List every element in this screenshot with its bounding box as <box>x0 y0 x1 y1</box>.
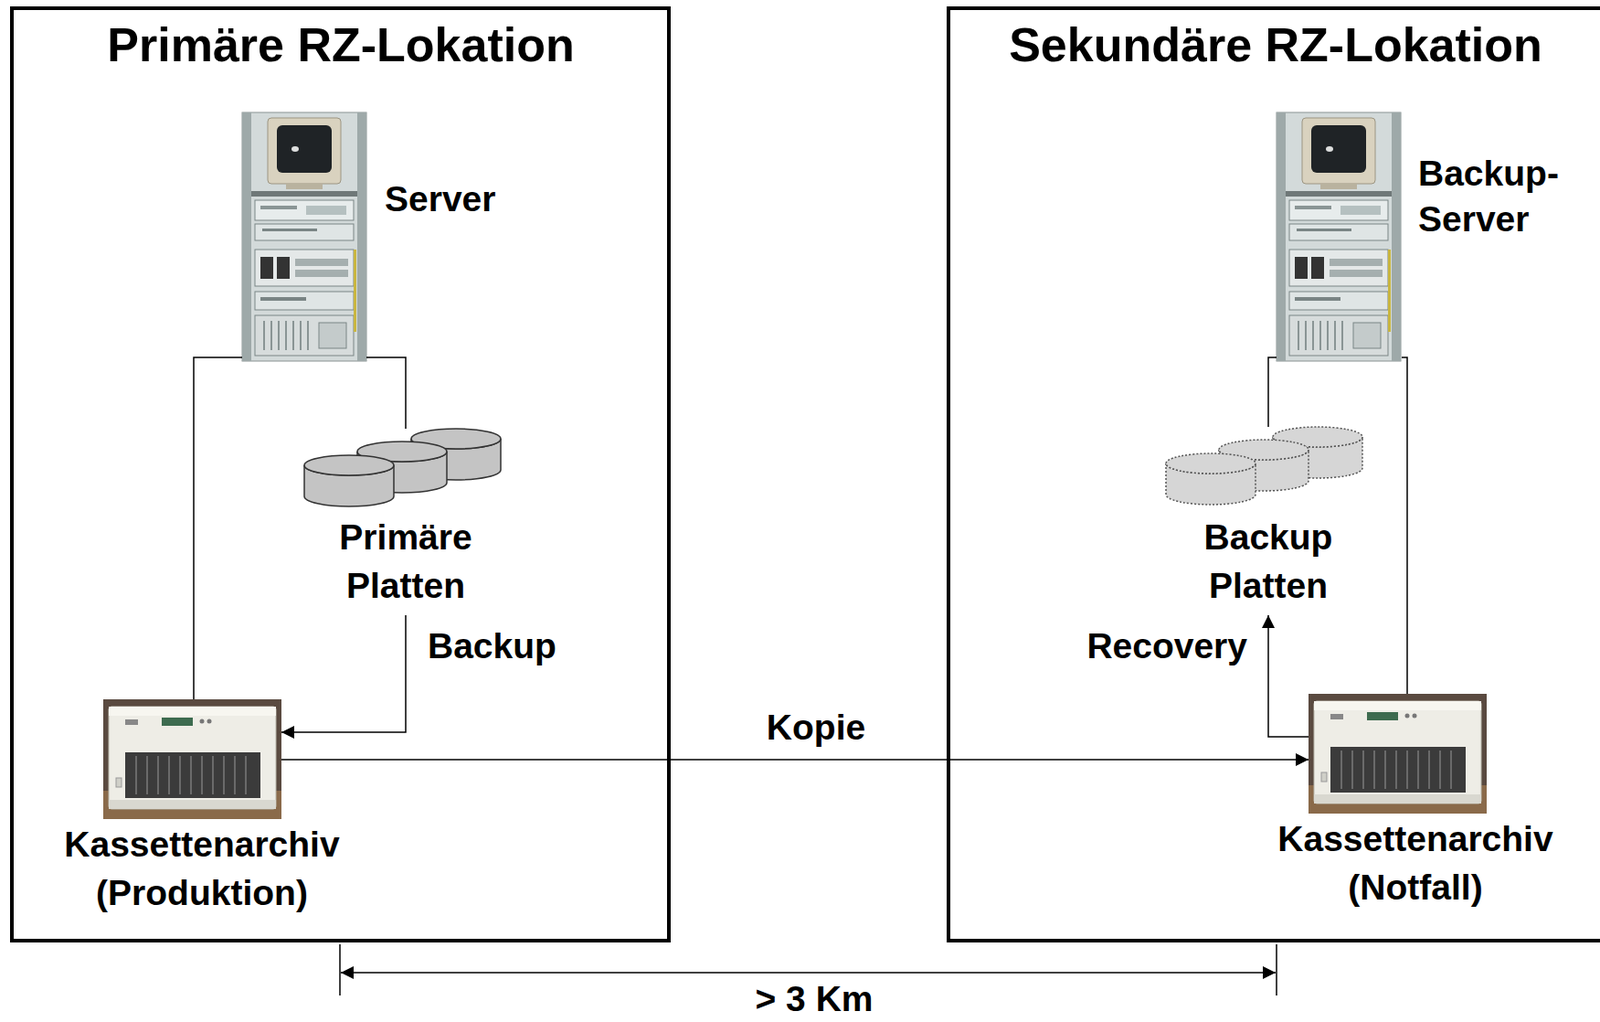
edge-label: Backup <box>423 625 561 668</box>
connection-line <box>366 357 406 429</box>
site-heading: Primäre RZ-Lokation <box>21 16 661 74</box>
connection-line <box>1401 357 1408 694</box>
tape-library-box: Kassettenarchiv (Notfall) <box>1308 693 1487 816</box>
disk-box: Primäre Platten <box>301 428 510 615</box>
flow-arrow <box>281 614 406 732</box>
component-label: Primäre Platten <box>314 512 498 610</box>
component-label: Kassettenarchiv (Notfall) <box>1260 814 1571 912</box>
server-rack-figure <box>242 112 367 361</box>
tape-library-figure <box>1308 693 1487 814</box>
server-box: Backup-Server <box>1276 112 1402 361</box>
disk-stack-figure <box>1165 426 1363 505</box>
connection-line <box>193 357 243 700</box>
site-heading: Sekundäre RZ-Lokation <box>955 16 1596 74</box>
component-label: Backup-Server <box>1418 150 1579 243</box>
edge-label: Recovery <box>1082 625 1251 668</box>
server-rack-figure <box>1276 112 1401 361</box>
component-label: Server <box>384 177 568 222</box>
server-box: Server <box>242 112 367 361</box>
disk-stack-figure <box>304 428 501 507</box>
tape-library-figure <box>103 699 282 819</box>
site-box: Sekundäre RZ-LokationBackup-ServerBackup… <box>946 6 1600 943</box>
tape-library-box: Kassettenarchiv (Produktion) <box>103 699 282 819</box>
flow-arrow <box>1268 614 1309 737</box>
connection-line <box>1268 357 1277 427</box>
component-label: Kassettenarchiv (Produktion) <box>46 819 358 917</box>
dimension-label: > 3 Km <box>752 980 878 1018</box>
disk-box: Backup Platten <box>1164 426 1373 615</box>
site-box: Primäre RZ-LokationServerPrimäre Platten… <box>10 6 671 943</box>
edge-label: Kopie <box>762 706 869 749</box>
flow-arrow <box>281 758 1309 761</box>
component-label: Backup Platten <box>1176 512 1360 610</box>
